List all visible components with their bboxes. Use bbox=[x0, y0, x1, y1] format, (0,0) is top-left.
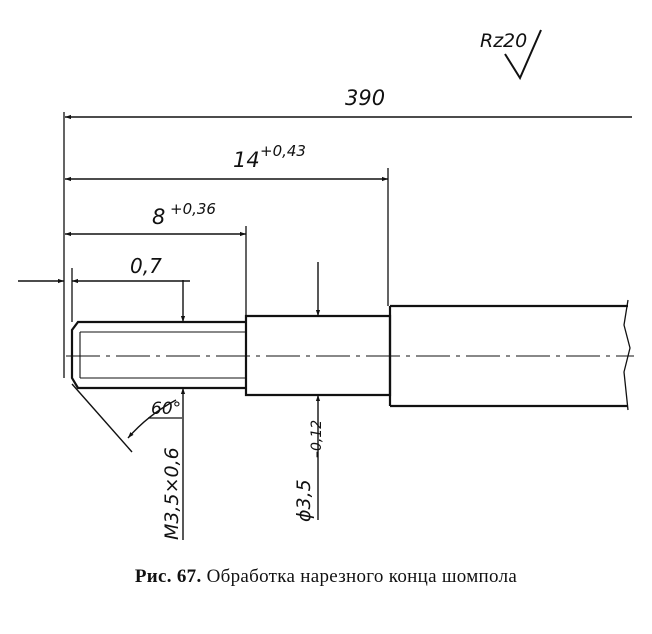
dimension-14: 14 +0,43 bbox=[65, 142, 388, 182]
diameter-callout: ϕ3,5 –0,12 bbox=[293, 262, 325, 522]
figure-caption-number: Рис. 67. bbox=[134, 566, 202, 587]
dimension-14-tolerance: +0,43 bbox=[260, 142, 306, 160]
angle-arc bbox=[127, 399, 177, 439]
roughness-symbol: Rz 20 bbox=[480, 29, 542, 81]
extension-lines bbox=[63, 112, 389, 378]
break-line bbox=[623, 299, 631, 411]
roughness-check-icon bbox=[504, 29, 542, 81]
chamfer-value: 0,7 bbox=[130, 254, 162, 278]
angle-value: 60° bbox=[151, 399, 181, 419]
threaded-section bbox=[70, 320, 246, 390]
figure-caption: Рис. 67. Обработка нарезного конца шомпо… bbox=[0, 566, 652, 588]
dimension-8-tolerance: +0,36 bbox=[170, 200, 216, 218]
dimension-14-value: 14 bbox=[233, 148, 260, 172]
diameter-tolerance: –0,12 bbox=[309, 420, 325, 458]
roughness-value: 20 bbox=[503, 30, 527, 52]
dimension-8: 8 +0,36 bbox=[65, 200, 246, 237]
overall-length-dimension: 390 bbox=[65, 86, 632, 120]
dimension-8-value: 8 bbox=[152, 205, 165, 229]
diameter-value: ϕ3,5 bbox=[293, 479, 315, 522]
rod-part bbox=[66, 299, 634, 411]
overall-length-label: 390 bbox=[345, 86, 385, 110]
roughness-symbol-text: Rz bbox=[480, 30, 504, 52]
angle-leader-line bbox=[71, 383, 133, 453]
thread-label: M3,5×0,6 bbox=[161, 447, 183, 540]
chamfer-dimension: 0,7 bbox=[18, 254, 190, 284]
figure-caption-text: Обработка нарезного конца шомпола bbox=[206, 566, 518, 587]
thread-callout: M3,5×0,6 bbox=[161, 280, 186, 540]
angle-callout: 60° bbox=[71, 383, 182, 453]
